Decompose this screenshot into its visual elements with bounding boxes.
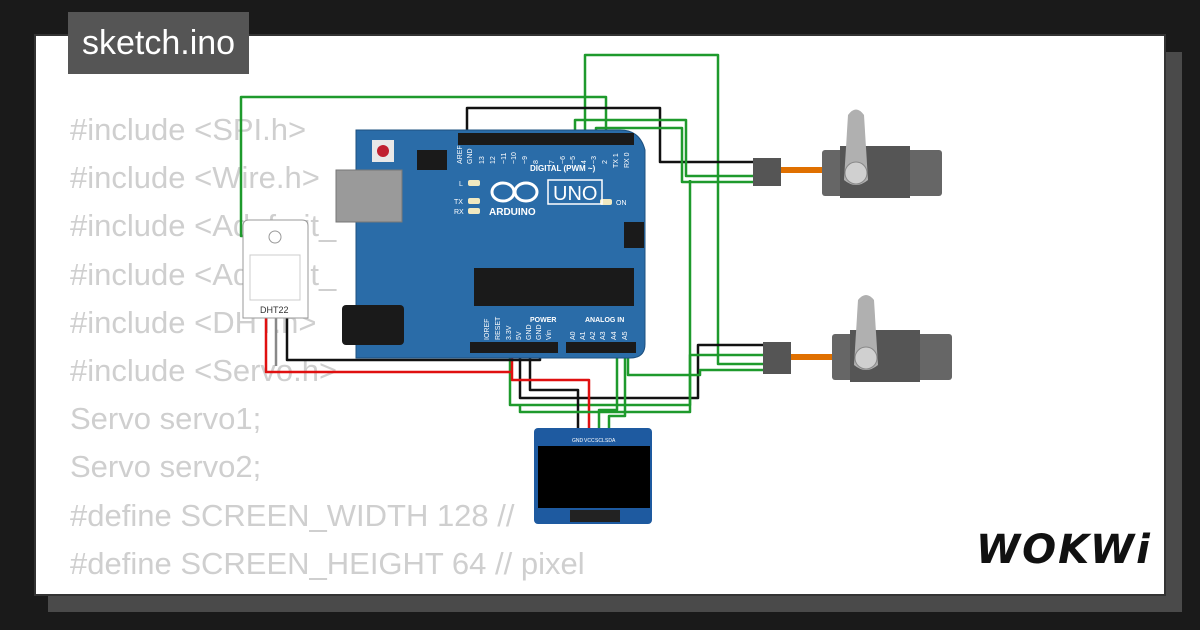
arduino-logo-icon: [490, 181, 539, 203]
arduino-uno-board: AREF GND 13 12 ~11 ~10 ~9 8 7 ~6 ~5 4 ~3…: [335, 129, 646, 359]
code-line: #include <Wire.h>: [70, 160, 320, 196]
dht22-mount-hole: [268, 230, 282, 244]
wire-oled-sda: [607, 346, 627, 430]
pin-label: IOREF: [484, 319, 491, 340]
led-rx-label: RX: [454, 209, 464, 216]
code-line: Servo servo1;: [70, 401, 262, 437]
pin-label: 7: [549, 160, 556, 164]
led-tx-label: TX: [454, 199, 463, 206]
atmega-chip: [474, 268, 634, 306]
pin-label: Vin: [546, 330, 553, 340]
pin-label: A0: [570, 331, 577, 340]
wire-servo1-vcc: [573, 118, 757, 178]
uno-badge: [547, 179, 603, 205]
code-line: #include <SPI.h>: [70, 112, 307, 147]
wire-oled-gnd: [528, 346, 580, 430]
servo1-hub: [844, 161, 868, 185]
pin-label: ~6: [560, 156, 567, 164]
oled-display: GND VCC SCL SDA: [534, 428, 652, 524]
digital-pin-labels: AREF GND 13 12 ~11 ~10 ~9 8 7 ~6 ~5 4 ~3…: [457, 145, 631, 168]
usb-port: [335, 169, 403, 223]
power-label: POWER: [530, 317, 556, 324]
pin-label: TX 1: [613, 153, 620, 168]
servo2-hub: [854, 346, 878, 370]
pin-label: SDA: [605, 438, 616, 444]
pin-label: 8: [533, 160, 540, 164]
servo-motor-2: [763, 295, 952, 382]
pin-label: ~11: [501, 153, 508, 164]
wire-servo1-signal: [583, 53, 765, 366]
wire-oled-vcc: [510, 346, 591, 430]
pin-label: 2: [602, 160, 609, 164]
oled-screen: [538, 446, 650, 508]
pin-label: RX 0: [624, 152, 631, 168]
file-title: sketch.ino: [68, 12, 250, 74]
dht22-body: [242, 219, 309, 319]
pin-label: GND: [467, 148, 474, 164]
pin-label: ~5: [570, 156, 577, 164]
reset-button-cap: [377, 145, 389, 157]
icsp-header-right: [624, 222, 644, 248]
pin-label: ~9: [522, 156, 529, 164]
power-pin-labels: IOREF RESET 3.3V 5V GND GND Vin: [484, 316, 553, 340]
wire-oled-scl: [597, 346, 619, 430]
analog-header: [566, 342, 636, 353]
wire-dht-vcc: [264, 316, 512, 374]
servo2-connector: [763, 342, 791, 374]
pin-label: 5V: [516, 331, 523, 340]
power-jack: [342, 305, 404, 345]
wire-servo1-gnd: [465, 106, 757, 164]
led-rx: [468, 208, 480, 214]
pin-label: A5: [622, 331, 629, 340]
digital-header-label: DIGITAL (PWM ~): [530, 164, 596, 173]
led-on-label: ON: [616, 200, 627, 207]
pin-label: RESET: [495, 316, 502, 340]
analog-label: ANALOG IN: [585, 317, 624, 324]
uno-label: UNO: [553, 183, 597, 205]
pin-label: A3: [600, 331, 607, 340]
led-l: [468, 180, 480, 186]
pin-label: 3.3V: [506, 325, 513, 340]
digital-header: [458, 133, 634, 145]
led-on: [600, 199, 612, 205]
pin-label: A1: [580, 331, 587, 340]
pin-label: ~3: [591, 156, 598, 164]
code-line: #define SCREEN_WIDTH 128 //: [70, 497, 515, 533]
pin-label: SCL: [595, 438, 605, 444]
power-header: [470, 342, 558, 353]
pin-label: A4: [611, 331, 618, 340]
pin-label: GND: [526, 324, 533, 340]
servo1-connector: [753, 158, 781, 186]
led-l-label: L: [459, 181, 463, 188]
analog-pin-labels: A0 A1 A2 A3 A4 A5: [570, 331, 629, 340]
pin-label: AREF: [457, 145, 464, 164]
oled-ribbon: [570, 510, 620, 522]
icsp-header-top: [417, 150, 447, 170]
wire-servo2-sig: [626, 346, 765, 377]
pin-label: GND: [536, 324, 543, 340]
pin-label: A2: [590, 331, 597, 340]
wire-power-extra: [518, 180, 692, 414]
arduino-brand: ARDUINO: [489, 207, 536, 218]
led-tx: [468, 198, 480, 204]
dht22-label: DHT22: [260, 305, 289, 315]
wokwi-logo: WOKWi: [976, 527, 1152, 573]
code-line: #define SCREEN_HEIGHT 64 // pixel: [70, 545, 585, 581]
servo-motor-1: [753, 109, 942, 198]
pin-label: VCC: [584, 438, 595, 444]
pin-label: GND: [572, 438, 584, 444]
pin-label: 4: [581, 160, 588, 164]
pin-label: ~10: [511, 152, 518, 164]
pin-label: 12: [490, 156, 497, 164]
pin-label: 13: [479, 156, 486, 164]
status-leds: L TX RX ON: [454, 180, 627, 216]
dht22-sensor: DHT22: [242, 219, 309, 319]
oled-pin-labels: GND VCC SCL SDA: [572, 438, 616, 444]
code-line: Servo servo2;: [70, 449, 262, 485]
dht22-grille: [249, 254, 301, 301]
